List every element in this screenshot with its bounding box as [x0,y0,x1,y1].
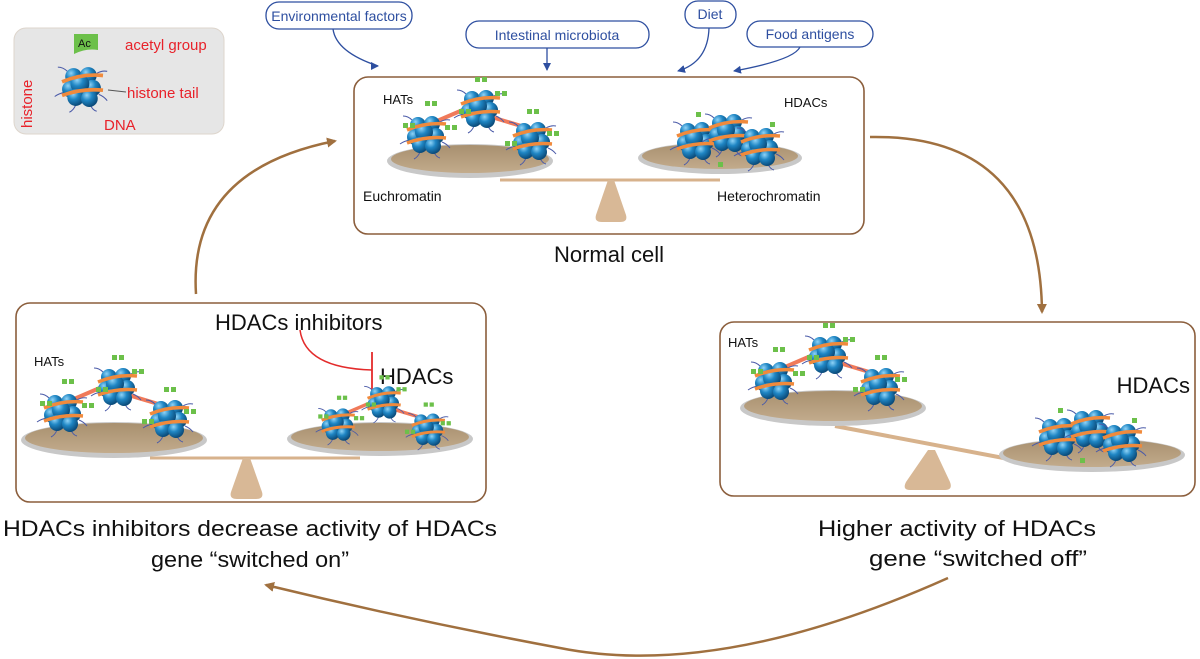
hats-label: HATs [728,335,759,350]
scale-fulcrum [904,450,951,490]
factor-intestinal-microbiota: Intestinal microbiota [465,20,650,71]
scale-fulcrum [595,180,627,222]
factor-arrow [733,46,801,74]
cycle-arrow-to-inhibitor [264,576,949,657]
legend-background [13,27,225,135]
normal-cell-caption: Normal cell [554,242,664,267]
factor-label: Intestinal microbiota [495,27,620,43]
scale-beam-tilted [834,424,1031,465]
hdacs-label: HDACs [380,364,453,389]
factor-bubble [265,1,413,30]
factor-bubble [465,20,650,49]
hats-label: HATs [34,354,65,369]
legend-acetyl-group: acetyl group [125,37,207,54]
factor-arrow [677,27,710,73]
hdac-caption-line1: Higher activity of HDACs [818,516,1096,541]
inhibitors-label: HDACs inhibitors [215,310,383,335]
hdacs-label: HDACs [784,95,828,110]
normal-cell-panel: HATs HDACs Euchromatin Heterochromatin [353,77,865,235]
inhibition-line [299,329,373,371]
inhibitor-caption-line2: gene “switched on” [151,547,349,572]
factor-label: Diet [698,6,723,22]
cycle-arrow-to-hdac [869,135,1047,314]
factor-bubble [746,20,874,48]
acetyl-group-icon [74,34,98,54]
scale-fulcrum [230,458,263,499]
hats-label: HATs [383,92,414,107]
legend-ac-label: Ac [78,38,91,50]
euchromatin-label: Euchromatin [363,188,442,204]
legend-histone-tail: histone tail [127,85,199,102]
factor-label: Food antigens [766,26,855,42]
factor-food-antigens: Food antigens [733,20,874,74]
inhibitor-caption-line1: HDACs inhibitors decrease activity of HD… [3,516,497,541]
legend-histone: histone [19,80,36,128]
hdac-activity-panel: HATs HDACs [719,322,1196,497]
factor-arrow [332,28,379,68]
factor-bubble [684,0,737,29]
heterochromatin-label: Heterochromatin [717,188,821,204]
legend-dna: DNA [104,117,136,134]
factor-diet: Diet [677,0,737,73]
hdacs-label: HDACs [1117,373,1190,398]
inhibitor-panel: HDACs inhibitors HDACs HATs [15,302,487,503]
cycle-arrow-to-normal [194,137,337,295]
factor-environmental: Environmental factors [265,1,413,68]
hdac-caption-line2: gene “switched off” [869,546,1087,571]
factor-label: Environmental factors [271,8,406,24]
histone-tail-pointer [107,89,127,93]
legend-box: Ac acetyl group histone tail DNA histone [13,27,225,135]
